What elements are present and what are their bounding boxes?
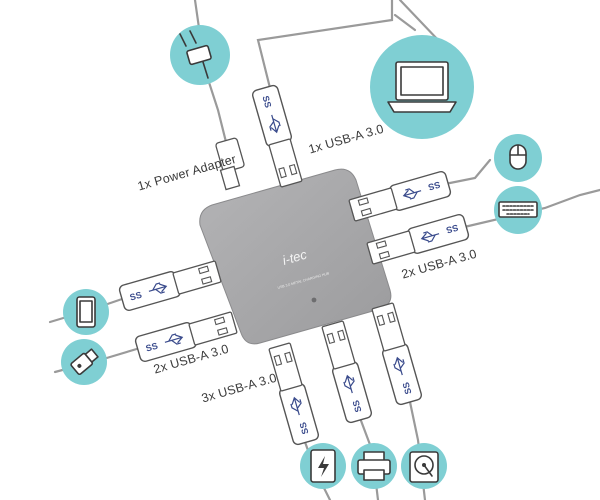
printer-icon — [351, 443, 397, 489]
usb-connector-hdd — [369, 301, 424, 407]
usb-connector-top — [250, 83, 305, 189]
usb-hub: i-tec USB 3.0 METAL CHARGING HUB — [199, 168, 392, 345]
hard-drive-icon — [401, 443, 447, 489]
usb-connector-tablet — [266, 341, 321, 447]
hub-status-led — [311, 297, 317, 303]
smartphone-icon — [63, 289, 109, 335]
keyboard-icon — [494, 186, 542, 234]
mouse-cable — [438, 158, 492, 187]
hub-brand-logo: i-tec — [281, 247, 309, 268]
laptop-icon — [370, 35, 474, 139]
usb-flash-drive-icon — [61, 339, 107, 385]
tablet-charging-icon — [300, 443, 346, 489]
power-adapter-plug — [215, 137, 245, 191]
usb-connector-phone — [117, 258, 223, 313]
usb-connector-mouse — [347, 169, 453, 224]
usb-connector-printer — [319, 319, 374, 425]
mouse-icon — [494, 134, 542, 182]
hub-body — [199, 168, 392, 345]
laptop-cable — [256, 0, 394, 90]
power-plug-icon — [170, 25, 230, 85]
